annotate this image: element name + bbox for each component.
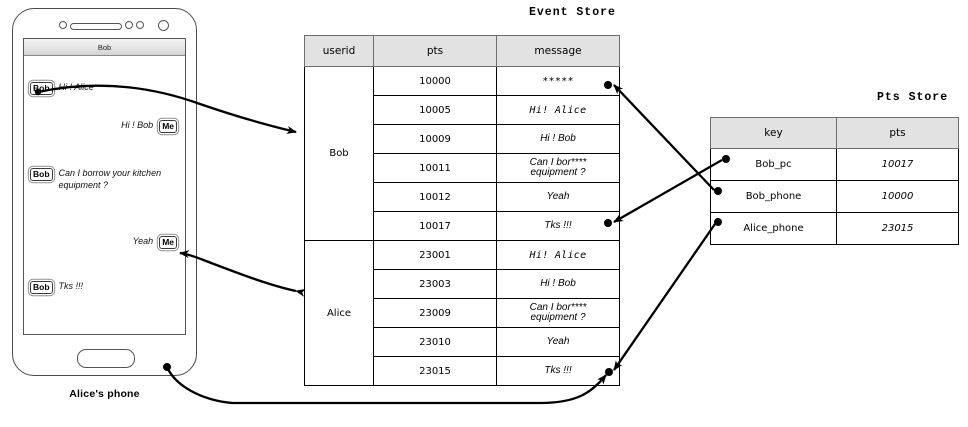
message-text: Can I borrow your kitchen equipment ?	[58, 168, 162, 190]
cell-message: Can I bor**** equipment ?	[496, 153, 620, 183]
column-header-pts: pts	[836, 117, 959, 149]
cell-userid: Alice	[304, 240, 374, 386]
cell-pts: 23010	[373, 327, 497, 357]
table-row[interactable]: Alice_phone 23015	[710, 212, 959, 245]
message-text: Hi ! Bob	[121, 120, 154, 130]
alice-phone-device: Bob Bob Hi ! Alice Hi ! Bob Me Bob Can I…	[12, 8, 197, 376]
cell-message: Hi ! Bob	[496, 269, 620, 299]
cell-pts: 23001	[373, 240, 497, 270]
phone-screen: Bob Bob Hi ! Alice Hi ! Bob Me Bob Can I…	[23, 38, 186, 335]
cell-pts: 10009	[373, 124, 497, 154]
column-header-key: key	[710, 117, 837, 149]
light-sensor-icon	[136, 21, 144, 29]
cell-message: Hi! Alice	[496, 240, 620, 270]
table-row[interactable]: 23009 Can I bor**** equipment ?	[305, 298, 620, 328]
cell-pts: 23015	[836, 212, 959, 245]
connector-alice-phone-to-event-23015	[613, 218, 722, 371]
cell-pts: 10005	[373, 95, 497, 125]
connector-me-yeah-to-alice-events	[179, 250, 306, 297]
sender-badge: Bob	[30, 281, 53, 294]
event-store-title: Event Store	[529, 6, 616, 19]
sender-badge: Me	[159, 120, 177, 133]
cell-message: Yeah	[496, 182, 620, 212]
cell-pts: 10017	[836, 148, 959, 181]
cell-pts: 23009	[373, 298, 497, 328]
table-header-row: key pts	[710, 117, 959, 149]
cell-message: Hi! Alice	[496, 95, 620, 125]
cell-pts: 10012	[373, 182, 497, 212]
message-text: Hi ! Alice	[58, 82, 94, 92]
chat-message[interactable]: Bob Can I borrow your kitchen equipment …	[30, 168, 180, 191]
cell-message: Can I bor**** equipment ?	[496, 298, 620, 328]
column-header-message: message	[496, 35, 620, 67]
table-row[interactable]: Alice 23001 Hi! Alice	[304, 240, 620, 386]
sender-badge: Bob	[30, 82, 53, 95]
sender-badge: Me	[159, 236, 177, 249]
proximity-sensor-icon	[125, 21, 133, 29]
column-header-pts: pts	[373, 35, 497, 67]
front-camera-icon	[158, 20, 169, 31]
table-row[interactable]: 10011 Can I bor**** equipment ?	[305, 153, 620, 183]
table-header-row: userid pts message	[304, 35, 620, 67]
cell-message: Tks !!!	[496, 211, 620, 241]
event-store-table: userid pts message Bob 10000 ***** 10005…	[304, 35, 620, 386]
table-row[interactable]: 23010 Yeah	[305, 327, 620, 357]
connector-bob-phone-to-event-10000	[604, 81, 722, 195]
earpiece-speaker-icon	[70, 23, 122, 30]
cell-message: Tks !!!	[496, 356, 620, 386]
table-row[interactable]: Bob 10000 *****	[304, 66, 620, 241]
cell-pts: 10011	[373, 153, 497, 183]
chat-message[interactable]: Hi ! Bob Me	[121, 120, 177, 133]
pts-store-table: key pts Bob_pc 10017 Bob_phone 10000 Ali…	[710, 117, 959, 245]
cell-key: Bob_phone	[710, 180, 837, 213]
chat-message[interactable]: Bob Tks !!!	[30, 281, 83, 294]
cell-key: Alice_phone	[710, 212, 837, 245]
cell-key: Bob_pc	[710, 148, 837, 181]
home-button[interactable]	[77, 349, 135, 368]
phone-caption: Alice's phone	[69, 388, 140, 400]
table-row[interactable]: 23003 Hi ! Bob	[305, 269, 620, 299]
cell-pts: 10000	[373, 66, 497, 96]
cell-message: Hi ! Bob	[496, 124, 620, 154]
message-text: Tks !!!	[58, 281, 84, 291]
pts-store-title: Pts Store	[877, 91, 949, 104]
cell-pts: 23015	[373, 356, 497, 386]
cell-pts: 23003	[373, 269, 497, 299]
chat-message-list: Bob Hi ! Alice Hi ! Bob Me Bob Can I bor…	[24, 56, 185, 334]
cell-pts: 10017	[373, 211, 497, 241]
table-row[interactable]: Bob_pc 10017	[710, 148, 959, 181]
table-row[interactable]: Bob_phone 10000	[710, 180, 959, 213]
chat-message[interactable]: Yeah Me	[133, 236, 177, 249]
chat-message[interactable]: Bob Hi ! Alice	[30, 82, 94, 95]
cell-pts: 10000	[836, 180, 959, 213]
message-text: Yeah	[132, 236, 154, 246]
chat-title-bar: Bob	[24, 39, 185, 56]
front-sensor-icon	[59, 21, 67, 29]
cell-message: Yeah	[496, 327, 620, 357]
column-header-userid: userid	[304, 35, 374, 67]
sender-badge: Bob	[30, 168, 53, 181]
cell-userid: Bob	[304, 66, 374, 241]
cell-message: *****	[496, 66, 620, 96]
table-row[interactable]: 10017 Tks !!!	[305, 211, 620, 241]
